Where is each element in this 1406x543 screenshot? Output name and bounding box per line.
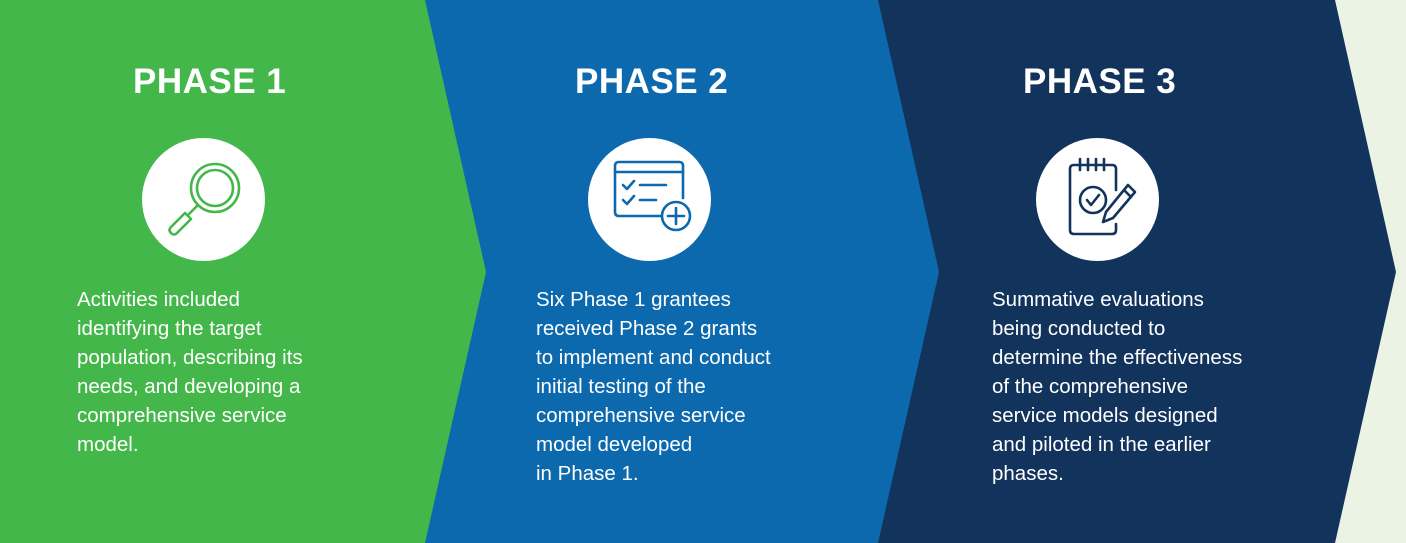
magnifying-glass-icon	[168, 162, 241, 236]
phase-1-description: Activities included identifying the targ…	[77, 285, 303, 459]
description-line: Summative evaluations	[992, 288, 1204, 311]
description-line: identifying the target	[77, 317, 262, 340]
description-line: Activities included	[77, 288, 240, 311]
phase-2-icon-circle	[588, 138, 711, 261]
description-line: Six Phase 1 grantees	[536, 288, 731, 311]
description-line: of the comprehensive	[992, 375, 1189, 398]
description-line: being conducted to	[992, 317, 1166, 340]
phase-3-icon-circle	[1036, 138, 1159, 261]
phase-3-description: Summative evaluations being conducted to…	[992, 285, 1242, 488]
description-line: to implement and conduct	[536, 346, 771, 369]
phase-1-title: PHASE 1	[133, 62, 287, 101]
evaluation-notepad-icon	[1068, 157, 1137, 236]
phase-2-title: PHASE 2	[575, 62, 729, 101]
phase-1-chevron	[0, 0, 486, 543]
description-line: service models designed	[992, 404, 1218, 427]
description-line: and piloted in the earlier	[992, 433, 1211, 456]
phase-2-chevron	[352, 0, 939, 543]
description-line: model.	[77, 433, 139, 456]
description-line: needs, and developing a	[77, 375, 301, 398]
description-line: model developed	[536, 433, 693, 456]
phase-3-title: PHASE 3	[1023, 62, 1177, 101]
description-line: received Phase 2 grants	[536, 317, 758, 340]
description-line: initial testing of the	[536, 375, 706, 398]
phase-1-icon-circle	[142, 138, 265, 261]
description-line: in Phase 1.	[536, 462, 639, 485]
checklist-add-icon	[613, 160, 692, 232]
description-line: comprehensive service	[536, 404, 746, 427]
description-line: determine the effectiveness	[992, 346, 1243, 369]
description-line: phases.	[992, 462, 1064, 485]
description-line: comprehensive service	[77, 404, 287, 427]
phase-3-chevron	[806, 0, 1396, 543]
description-line: population, describing its	[77, 346, 303, 369]
phase-2-description: Six Phase 1 grantees received Phase 2 gr…	[536, 285, 771, 488]
